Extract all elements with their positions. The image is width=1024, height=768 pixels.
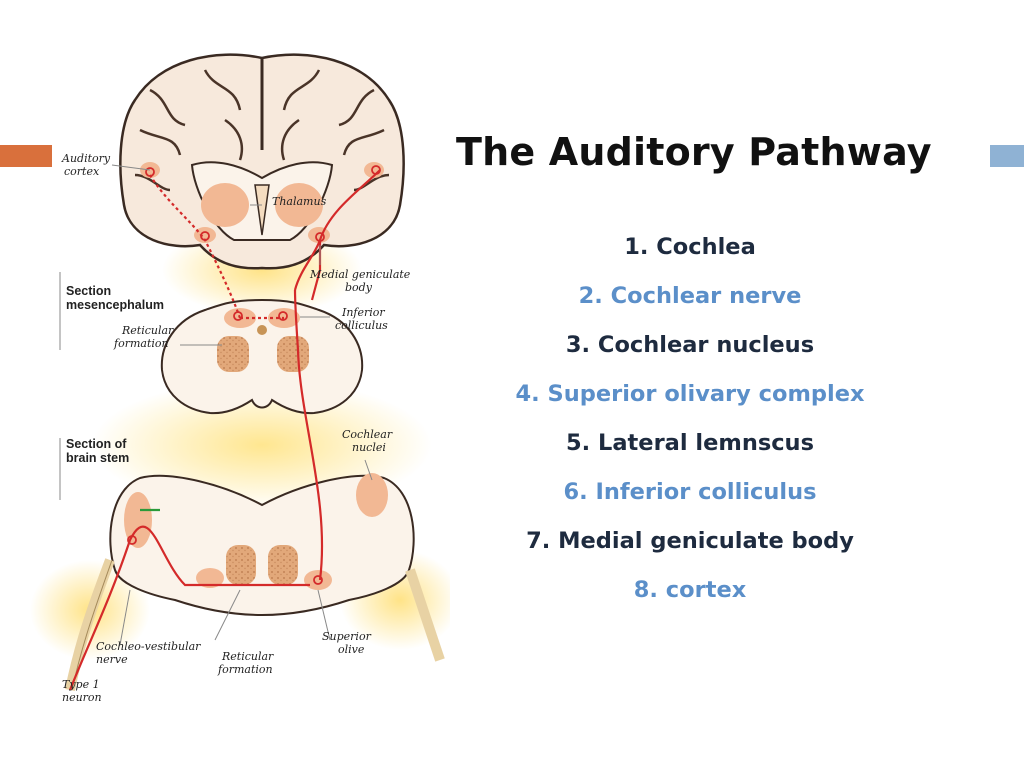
pathway-steps-list: 1. Cochlea 2. Cochlear nerve 3. Cochlear… — [470, 228, 910, 620]
reticular-formation-upper-right — [277, 336, 309, 372]
step-item: 8. cortex — [633, 577, 747, 603]
label-cochleo-vestibular-nerve: Cochleo-vestibular nerve — [96, 640, 204, 666]
slide-title: The Auditory Pathway — [456, 130, 932, 174]
step-item: 3. Cochlear nucleus — [565, 332, 815, 358]
label-superior-olive: Superior olive — [322, 630, 374, 656]
label-reticular-formation-lower: Reticular formation — [217, 650, 277, 676]
right-accent-bar — [990, 145, 1024, 167]
label-type1-neuron: Type 1 neuron — [62, 678, 103, 704]
mesencephalon-section — [160, 298, 364, 415]
step-item: 1. Cochlea — [624, 234, 756, 260]
brain-coronal-section — [119, 53, 405, 270]
cochlear-nucleus-right — [356, 473, 388, 517]
step-item: 4. Superior olivary complex — [515, 381, 865, 407]
label-reticular-formation-upper: Reticular formation — [113, 324, 177, 350]
brainstem-section — [65, 473, 445, 691]
label-inferior-colliculus: Inferior colliculus — [335, 306, 388, 332]
reticular-formation-upper-left — [217, 336, 249, 372]
reticular-formation-lower-left — [226, 545, 256, 585]
step-item: 5. Lateral lemnscus — [566, 430, 814, 456]
auditory-pathway-diagram: Auditory cortex Thalamus Medial genicula… — [0, 40, 450, 720]
superior-olive-right — [304, 570, 332, 590]
left-accent-bar — [0, 145, 52, 167]
label-auditory-cortex: Auditory cortex — [61, 152, 114, 178]
step-item: 6. Inferior colliculus — [563, 479, 817, 505]
step-item: 7. Medial geniculate body — [526, 528, 854, 554]
label-section-mesencephalum: Section mesencephalum — [66, 284, 164, 312]
label-cochlear-nuclei: Cochlear nuclei — [342, 428, 396, 454]
cochlear-nucleus-left — [124, 492, 152, 548]
reticular-formation-lower-right — [268, 545, 298, 585]
thalamus-right — [275, 183, 323, 227]
thalamus-left — [201, 183, 249, 227]
step-item: 2. Cochlear nerve — [578, 283, 802, 309]
label-section-brainstem: Section of brain stem — [66, 437, 130, 465]
label-medial-geniculate: Medial geniculate body — [309, 268, 414, 294]
label-thalamus: Thalamus — [272, 195, 327, 208]
